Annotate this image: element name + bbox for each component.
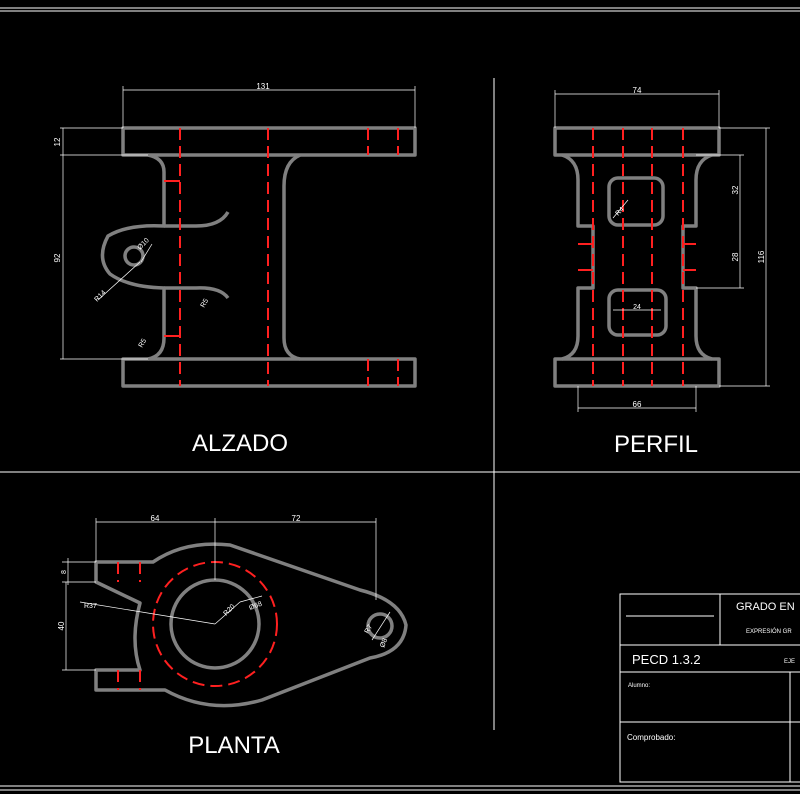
planta-outline bbox=[94, 542, 408, 708]
title-block-alumno: Alumno: bbox=[628, 683, 650, 689]
title-block-lines bbox=[619, 593, 800, 783]
title-block-sheet-code: PECD 1.3.2 bbox=[632, 652, 701, 667]
planta-dim-r7: R7 bbox=[364, 624, 375, 635]
perfil-dim-slot-width: 24 bbox=[633, 304, 641, 311]
perfil-hidden-solid bbox=[578, 243, 696, 271]
planta-dim-boss-hole: Ø8 bbox=[379, 637, 389, 648]
alzado-dim-height: 92 bbox=[53, 253, 62, 262]
planta-hidden-lines bbox=[117, 561, 278, 690]
perfil-dim-total: 116 bbox=[757, 250, 766, 263]
title-block-subject: EXPRESIÓN GR bbox=[746, 628, 792, 635]
perfil-dim-width: 74 bbox=[633, 86, 642, 95]
planta-dim-side: 40 bbox=[57, 621, 66, 630]
planta-dimension-lines bbox=[62, 518, 391, 671]
perfil-dim-r4: R4 bbox=[614, 206, 625, 217]
alzado-hidden-lines bbox=[179, 128, 399, 386]
alzado-dim-width: 131 bbox=[256, 82, 270, 91]
alzado-dimension-lines bbox=[60, 86, 416, 360]
alzado-dim-r5-a: R5 bbox=[200, 298, 211, 309]
perfil-dim-slot-gap: 28 bbox=[731, 252, 740, 261]
perfil-dim-inner: 66 bbox=[633, 400, 642, 409]
planta-dim-left: 64 bbox=[151, 514, 160, 523]
alzado-dim-top: 12 bbox=[53, 137, 62, 146]
title-block-eje: EJE bbox=[784, 659, 795, 665]
title-block-comprobado: Comprobado: bbox=[627, 733, 675, 742]
planta-dim-r20: R20 bbox=[222, 603, 236, 617]
view-title-planta: PLANTA bbox=[188, 732, 280, 759]
planta-dim-small: 8 bbox=[61, 570, 68, 574]
perfil-outline bbox=[553, 126, 721, 388]
planta-dim-right: 72 bbox=[292, 514, 301, 523]
perfil-dimension-lines bbox=[554, 90, 770, 412]
title-block-degree: GRADO EN bbox=[736, 601, 795, 613]
perfil-hidden-lines bbox=[592, 128, 684, 386]
alzado-dim-r5-b: R5 bbox=[138, 338, 149, 349]
sheet-frame bbox=[0, 7, 800, 791]
planta-dim-ring: Ø68 bbox=[248, 601, 263, 612]
alzado-outline bbox=[100, 126, 417, 388]
view-title-alzado: ALZADO bbox=[191, 430, 289, 457]
planta-dim-r37: R37 bbox=[84, 603, 97, 610]
alzado-dim-r14: R14 bbox=[93, 289, 107, 303]
alzado-hidden-solid bbox=[164, 180, 180, 337]
view-title-perfil: PERFIL bbox=[613, 431, 699, 458]
perfil-dim-slot-upper: 32 bbox=[731, 185, 740, 194]
